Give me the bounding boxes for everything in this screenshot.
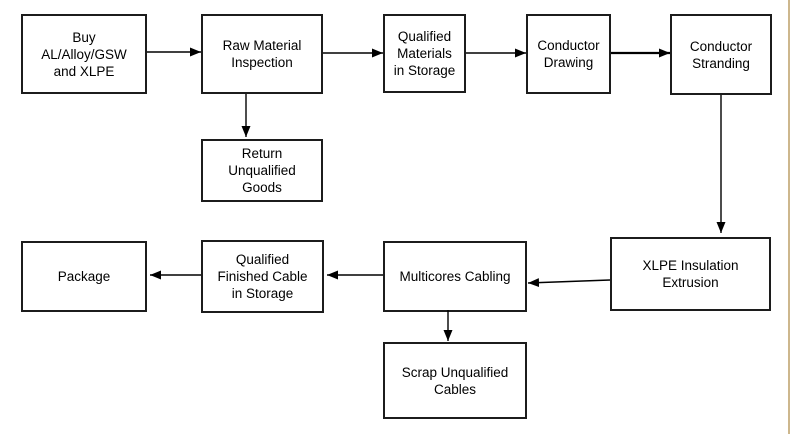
node-multicores-cabling: Multicores Cabling (383, 241, 527, 312)
node-conductor-drawing: Conductor Drawing (526, 14, 611, 94)
node-xlpe-insulation-extrusion-label: XLPE Insulation Extrusion (642, 258, 739, 290)
page-right-border (788, 0, 790, 434)
node-scrap-unqualified-cables-label: Scrap Unqualified Cables (401, 364, 509, 397)
node-raw-material-inspection-label: Raw Material Inspection (222, 38, 302, 70)
node-scrap-unqualified-cables: Scrap Unqualified Cables (383, 342, 527, 419)
node-conductor-stranding-label: Conductor Stranding (689, 38, 753, 71)
node-package-label: Package (57, 269, 111, 284)
node-return-unqualified-goods: Return Unqualified Goods (201, 139, 323, 202)
node-qualified-finished-cable-label: Qualified Finished Cable in Storage (217, 252, 308, 301)
node-conductor-stranding: Conductor Stranding (670, 14, 772, 95)
node-package: Package (21, 241, 147, 312)
node-multicores-cabling-label: Multicores Cabling (399, 269, 511, 284)
node-return-unqualified-goods-label: Return Unqualified Goods (228, 146, 296, 195)
node-buy-materials: Buy AL/Alloy/GSW and XLPE (21, 14, 147, 94)
node-conductor-drawing-label: Conductor Drawing (537, 38, 600, 70)
node-buy-materials-label: Buy AL/Alloy/GSW and XLPE (41, 29, 127, 79)
node-raw-material-inspection: Raw Material Inspection (201, 14, 323, 94)
node-qualified-finished-cable: Qualified Finished Cable in Storage (201, 240, 324, 313)
node-qualified-materials-storage-label: Qualified Materials in Storage (393, 29, 456, 78)
node-xlpe-insulation-extrusion: XLPE Insulation Extrusion (610, 237, 771, 311)
edge-xlpe-insulation-extrusion-to-multicores-cabling (527, 278, 611, 288)
node-qualified-materials-storage: Qualified Materials in Storage (383, 14, 466, 93)
